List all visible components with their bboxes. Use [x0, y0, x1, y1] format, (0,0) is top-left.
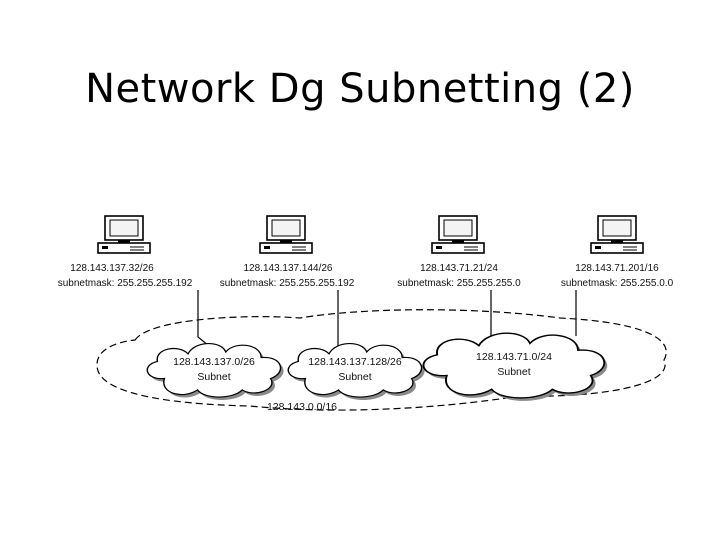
subnet-cloud-1: 128.143.137.0/26 Subnet — [146, 342, 284, 401]
computer-icon — [97, 215, 151, 254]
network-address: 128.143.0.0/16 — [267, 401, 337, 413]
subnet-cloud-3: 128.143.71.0/24 Subnet — [422, 332, 608, 401]
subnet-3-label: Subnet — [497, 366, 530, 378]
host-4: 128.143.71.201/16 subnetmask: 255.255.0.… — [561, 215, 674, 289]
subnet-2-label: Subnet — [338, 371, 371, 383]
subnet-1-address: 128.143.137.0/26 — [173, 356, 255, 368]
host-4-ip: 128.143.71.201/16 — [575, 263, 659, 274]
host-1-ip: 128.143.137.32/26 — [70, 263, 154, 274]
subnet-3-address: 128.143.71.0/24 — [476, 351, 552, 363]
subnet-1-label: Subnet — [197, 371, 230, 383]
network-boundary — [96, 309, 667, 411]
host-1: 128.143.137.32/26 subnetmask: 255.255.25… — [58, 215, 193, 289]
host-3-ip: 128.143.71.21/24 — [420, 263, 498, 274]
host-2: 128.143.137.144/26 subnetmask: 255.255.2… — [220, 215, 355, 289]
host-2-mask: subnetmask: 255.255.255.192 — [220, 278, 355, 289]
slide-title: Network Dg Subnetting (2) — [85, 66, 635, 112]
computer-icon — [259, 215, 313, 254]
host-1-mask: subnetmask: 255.255.255.192 — [58, 278, 193, 289]
subnet-cloud-2: 128.143.137.128/26 Subnet — [287, 342, 425, 401]
computer-icon — [590, 215, 644, 254]
host-2-ip: 128.143.137.144/26 — [244, 263, 333, 274]
host-3-mask: subnetmask: 255.255.255.0 — [397, 278, 521, 289]
host-4-mask: subnetmask: 255.255.0.0 — [561, 278, 674, 289]
host-3: 128.143.71.21/24 subnetmask: 255.255.255… — [397, 215, 521, 289]
subnet-2-address: 128.143.137.128/26 — [308, 356, 402, 368]
computer-icon — [431, 215, 485, 254]
